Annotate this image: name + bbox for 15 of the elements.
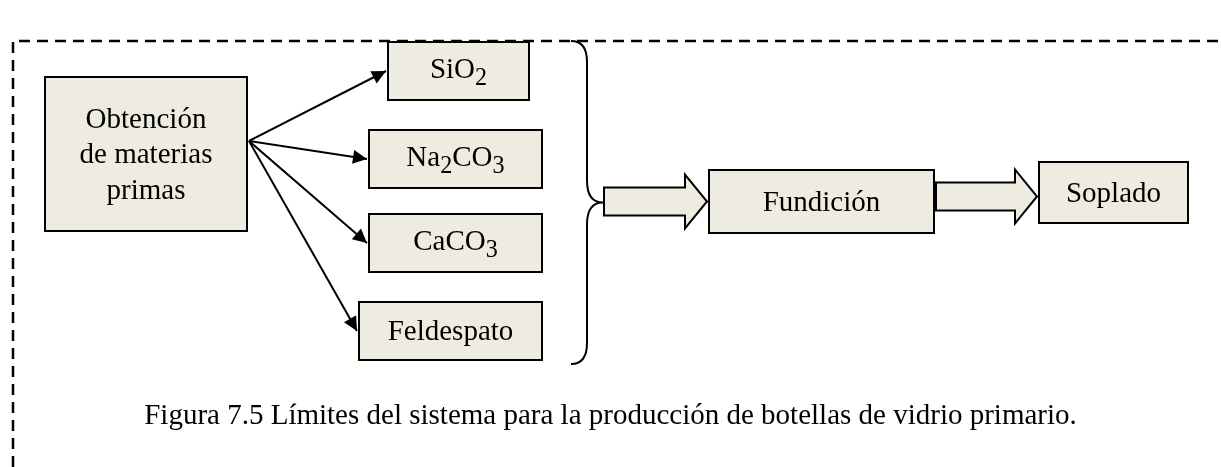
block-arrow — [935, 166, 1039, 227]
process-box: Obtención de materias primas — [44, 76, 248, 232]
arrow — [248, 140, 358, 332]
process-box: Feldespato — [358, 301, 543, 361]
arrow — [248, 140, 368, 164]
process-box: Na$_{2}$CO$_{3}$ — [368, 129, 543, 189]
curly-brace — [571, 40, 603, 365]
figure-caption: Figura 7.5 Límites del sistema para la producción de botellas de vidrio primario. — [143, 398, 1078, 431]
process-box: CaCO$_{3}$ — [368, 213, 543, 273]
process-box: Fundición — [708, 169, 935, 234]
arrow — [248, 140, 368, 244]
process-box: Soplado — [1038, 161, 1189, 224]
block-arrow — [603, 171, 709, 232]
process-box: SiO$_{2}$ — [387, 41, 530, 101]
arrow — [248, 70, 387, 142]
